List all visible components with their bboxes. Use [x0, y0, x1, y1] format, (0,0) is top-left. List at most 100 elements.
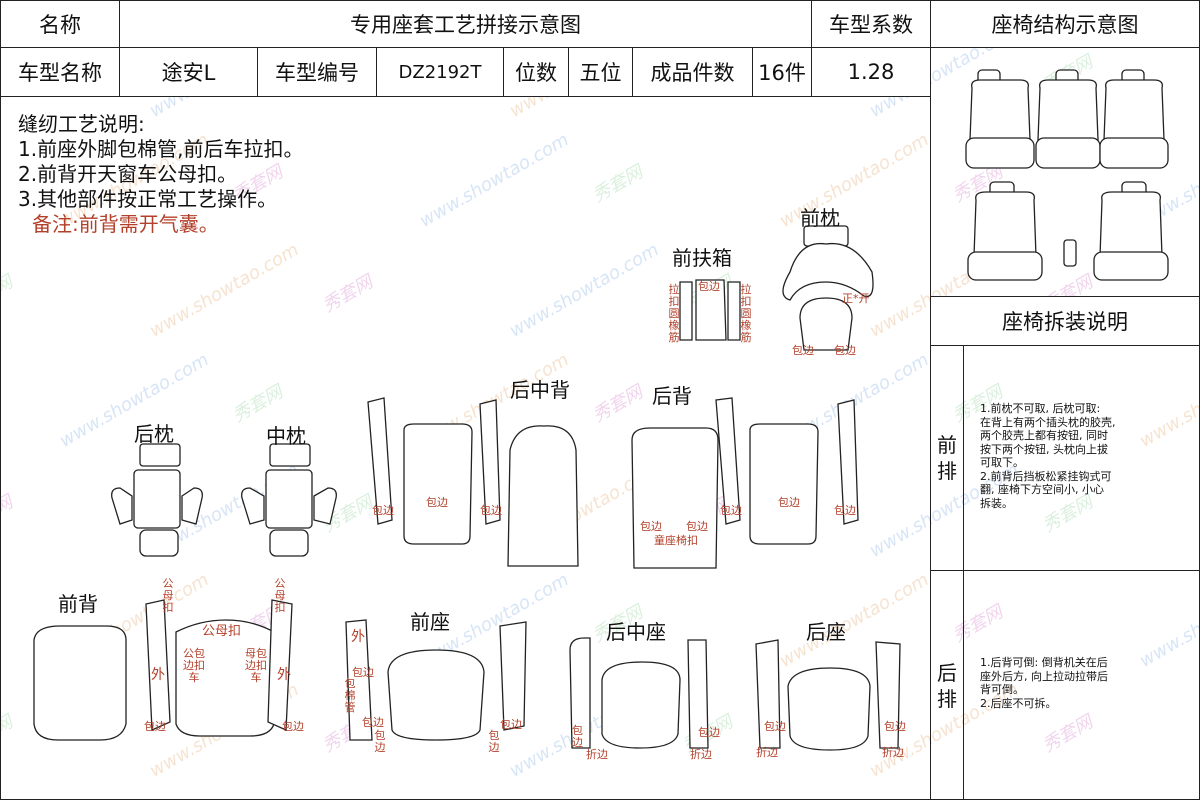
note-item: 2.前背开天窗车公母扣。	[18, 162, 238, 186]
part-rear-back	[631, 397, 859, 569]
front-line: 按下两个按钮, 头枕向上拔	[980, 442, 1108, 456]
seat-structure-icons	[965, 69, 1169, 281]
seat-icon	[967, 181, 1043, 281]
seat-icon	[1099, 69, 1169, 169]
mark-zhebian: 折边	[756, 746, 778, 759]
rear-line: 2.后座不可拆。	[980, 696, 1057, 710]
seat-icon	[1035, 69, 1101, 169]
label-mid-pillow: 中枕	[266, 424, 306, 448]
model-name-value: 途安L	[119, 47, 258, 97]
mark-gongmu: 公母扣	[274, 577, 286, 614]
mark-zhebian: 折边	[882, 746, 904, 759]
mark-bao: 包	[572, 724, 583, 737]
mark-pull-elastic: 拉扣圆橡筋	[668, 283, 680, 344]
mark-baobian: 包边	[834, 344, 856, 357]
seat-icon	[1063, 239, 1077, 267]
mark-baobian: 包边	[640, 520, 662, 533]
part-rear-seat	[755, 639, 901, 751]
notes-remark: 备注:前背需开气囊。	[32, 212, 219, 236]
mark-baobian: 包边	[686, 520, 708, 533]
front-row-label-text: 前排	[937, 433, 957, 483]
label-rear-seat: 后座	[806, 620, 846, 644]
mark-baobian: 包边	[500, 718, 522, 731]
mark-baobian: 包边	[282, 720, 304, 733]
note-item: 1.前座外脚包棉管,前后车拉扣。	[18, 137, 304, 161]
rear-line: 1.后背可倒: 倒背机关在后	[980, 656, 1108, 669]
mark-wai: 外	[277, 667, 291, 683]
part-mid-pillow	[241, 443, 337, 557]
mark-child-seat: 童座椅扣	[654, 534, 698, 547]
front-line: 拆装。	[980, 496, 1013, 510]
mark-zhebian: 折边	[690, 748, 712, 761]
rear-row-instructions: 1.后背可倒: 倒背机关在后 座外后方, 向上拉动拉带后 背可倒。 2.后座不可…	[980, 656, 1108, 710]
mark-baobian: 包边	[362, 716, 384, 729]
part-front-seat	[345, 619, 527, 741]
mark-baobian-kouche: 公包边扣车	[183, 647, 205, 684]
mark-wai: 外	[351, 629, 365, 645]
rear-row-label: 后排	[936, 660, 958, 712]
front-line: 两个胶壳上都有按钮, 同时	[980, 429, 1108, 442]
rear-row-label-text: 后排	[937, 661, 957, 711]
mark-baobian: 包边	[834, 504, 856, 517]
mark-baobian: 包边	[426, 496, 448, 509]
mark-bian: 边	[572, 736, 583, 749]
mark-baobian: 包边	[488, 729, 500, 754]
label-front-back: 前背	[58, 592, 98, 616]
mark-baobian: 包边	[372, 504, 394, 517]
part-front-pillow	[782, 225, 874, 351]
rear-line: 座外后方, 向上拉动拉带后	[980, 669, 1108, 683]
mark-gongmu-kou: 公母扣	[202, 624, 242, 639]
front-row-label: 前排	[936, 432, 958, 484]
sewing-notes: 缝纫工艺说明: 1.前座外脚包棉管,前后车拉扣。 2.前背开天窗车公母扣。 3.…	[18, 112, 303, 237]
mark-zhebian: 折边	[586, 748, 608, 761]
name-label: 名称	[0, 0, 120, 48]
model-code-label: 车型编号	[257, 47, 377, 97]
label-rear-pillow: 后枕	[134, 422, 174, 446]
label-front-pillow: 前枕	[800, 206, 840, 230]
front-line: 翻, 座椅下方空间小, 小心	[980, 483, 1104, 496]
front-line: 在背上有两个插头枕的胶壳,	[980, 415, 1116, 429]
mark-zheng-kai: 正*开	[842, 292, 870, 305]
part-front-back	[33, 599, 293, 741]
mark-pull-elastic: 拉扣圆橡筋	[740, 283, 752, 344]
mark-baobian: 包边	[764, 720, 786, 733]
model-code-value: DZ2192T	[376, 47, 504, 97]
pieces-value: 16件	[752, 47, 812, 97]
part-rear-mid-back	[367, 397, 579, 567]
part-front-armrest	[679, 279, 741, 341]
mark-baobian: 包边	[698, 726, 720, 739]
label-front-armrest: 前扶箱	[672, 246, 732, 270]
struct-title: 座椅结构示意图	[930, 0, 1200, 48]
front-line: 2.前背后挡板松紧挂钩式可	[980, 469, 1112, 483]
mark-wai: 外	[151, 667, 165, 683]
front-line: 可取下。	[980, 456, 1024, 469]
pieces-label: 成品件数	[632, 47, 753, 97]
mark-baobian-kouche: 母包边扣车	[245, 647, 267, 684]
notes-title: 缝纫工艺说明:	[18, 112, 145, 136]
label-rear-mid-seat: 后中座	[606, 620, 666, 644]
coef-label: 车型系数	[811, 0, 931, 48]
seat-icon	[1093, 181, 1169, 281]
part-rear-pillow	[111, 443, 203, 557]
mark-baobian: 包边	[480, 504, 502, 517]
seat-icon	[965, 69, 1035, 169]
note-item: 3.其他部件按正常工艺操作。	[18, 187, 278, 211]
mark-baobian: 包边	[352, 666, 374, 679]
label-rear-mid-back: 后中背	[510, 378, 570, 402]
mark-baomian: 包棉管	[344, 677, 356, 714]
front-line: 1.前枕不可取, 后枕可取:	[980, 402, 1101, 415]
mark-baobian: 包边	[720, 504, 742, 517]
label-rear-back: 后背	[652, 384, 692, 408]
rear-line: 背可倒。	[980, 683, 1024, 696]
model-name-label: 车型名称	[0, 47, 120, 97]
part-rear-mid-seat	[569, 637, 709, 749]
mark-baobian: 包边	[698, 280, 720, 293]
coef-value: 1.28	[811, 47, 931, 97]
mark-baobian: 包边	[374, 729, 386, 754]
front-row-instructions: 1.前枕不可取, 后枕可取: 在背上有两个插头枕的胶壳, 两个胶壳上都有按钮, …	[980, 402, 1116, 510]
mark-baobian: 包边	[884, 720, 906, 733]
mark-baobian: 包边	[144, 720, 166, 733]
mark-baobian: 包边	[792, 344, 814, 357]
